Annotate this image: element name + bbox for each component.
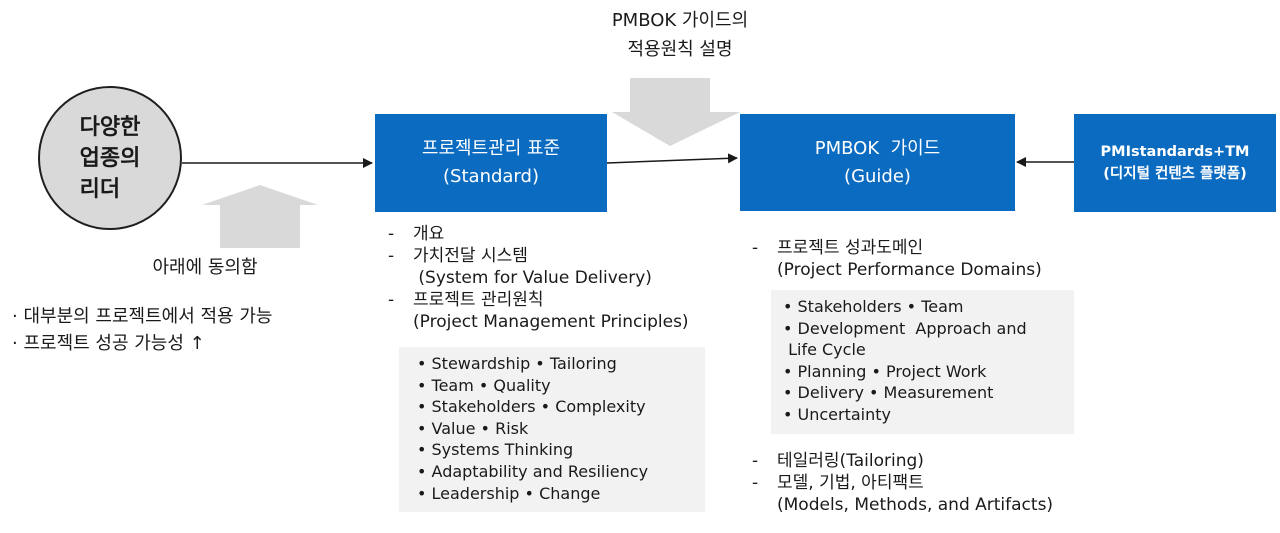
- standard-box: 프로젝트관리 표준 (Standard): [375, 114, 607, 212]
- standard-box-title: 프로젝트관리 표준: [421, 138, 561, 159]
- leader-circle: 다양한 업종의 리더: [38, 86, 182, 230]
- left-bullet-1: · 대부분의 프로젝트에서 적용 가능: [12, 306, 273, 327]
- standard-item-value-system-sub: (System for Value Delivery): [413, 268, 652, 288]
- principle-item: • Adaptability and Resiliency: [417, 461, 649, 481]
- guide-item-domains-label: 프로젝트 성과도메인: [777, 238, 924, 258]
- principles-panel: • Stewardship • Tailoring • Team • Quali…: [399, 347, 705, 512]
- principle-item: • Stakeholders • Complexity: [417, 397, 646, 417]
- leader-line-3: 리더: [79, 176, 121, 202]
- guide-content-list-top: - 프로젝트 성과도메인 (Project Performance Domain…: [752, 237, 1042, 281]
- guide-box-subtitle: (Guide): [844, 165, 911, 187]
- domain-item: • Planning • Project Work: [783, 361, 987, 381]
- guide-item-tailoring: - 테일러링(Tailoring): [752, 451, 924, 471]
- standard-item-principles: - 프로젝트 관리원칙: [388, 290, 544, 310]
- guide-item-models-sub: (Models, Methods, and Artifacts): [777, 495, 1054, 515]
- principle-item: • Team • Quality: [417, 375, 551, 395]
- domain-item: • Uncertainty: [783, 404, 891, 424]
- guide-item-models: - 모델, 기법, 아티팩트: [752, 473, 924, 493]
- top-caption-line-2: 적용원칙 설명: [627, 39, 733, 60]
- leader-line-2: 업종의: [79, 145, 141, 171]
- guide-item-models-label: 모델, 기법, 아티팩트: [777, 473, 924, 493]
- left-bullet-2: · 프로젝트 성공 가능성 ↑: [12, 333, 205, 354]
- standard-item-overview-label: 개요: [413, 224, 445, 244]
- agree-label: 아래에 동의함: [152, 257, 258, 278]
- caption-down-arrow: [612, 78, 740, 146]
- principle-item: • Value • Risk: [417, 418, 529, 438]
- guide-box: PMBOK 가이드 (Guide): [740, 114, 1015, 211]
- standard-content-list: - 개요 - 가치전달 시스템 (System for Value Delive…: [388, 223, 689, 333]
- top-caption-line-1: PMBOK 가이드의: [611, 10, 749, 31]
- pmi-box-title: PMIstandards+TM: [1100, 144, 1250, 160]
- guide-content-list-bottom: - 테일러링(Tailoring) - 모델, 기법, 아티팩트 (Models…: [752, 450, 1053, 516]
- standard-item-principles-label: 프로젝트 관리원칙: [413, 290, 544, 310]
- guide-box-title: PMBOK 가이드: [814, 137, 941, 159]
- domain-item: • Delivery • Measurement: [783, 383, 994, 403]
- pmi-standards-box: PMIstandards+TM (디지털 컨텐츠 플랫폼): [1074, 114, 1276, 212]
- domain-item: • Development Approach and: [783, 318, 1027, 338]
- standard-item-value-system: - 가치전달 시스템: [388, 246, 528, 266]
- principle-item: • Systems Thinking: [417, 440, 574, 460]
- standard-to-guide-arrow: [606, 153, 738, 164]
- guide-item-tailoring-label: 테일러링(Tailoring): [777, 451, 924, 471]
- domains-panel: • Stakeholders • Team • Development Appr…: [771, 290, 1074, 434]
- standard-box-subtitle: (Standard): [443, 166, 539, 187]
- standard-item-principles-sub: (Project Management Principles): [413, 312, 689, 332]
- agree-up-arrow: [202, 185, 318, 248]
- domain-item: • Stakeholders • Team: [783, 297, 964, 316]
- principle-item: • Stewardship • Tailoring: [417, 354, 617, 373]
- principle-item: • Leadership • Change: [417, 483, 601, 503]
- top-caption: PMBOK 가이드의 적용원칙 설명: [560, 6, 800, 64]
- standard-item-value-system-label: 가치전달 시스템: [413, 246, 528, 266]
- domain-item: Life Cycle: [783, 340, 866, 360]
- guide-item-domains: - 프로젝트 성과도메인: [752, 238, 924, 258]
- guide-item-domains-sub: (Project Performance Domains): [777, 260, 1042, 280]
- leader-line-1: 다양한: [79, 114, 141, 140]
- left-bullet-list: · 대부분의 프로젝트에서 적용 가능 · 프로젝트 성공 가능성 ↑: [12, 303, 272, 357]
- pmi-box-subtitle: (디지털 컨텐츠 플랫폼): [1103, 166, 1247, 182]
- standard-item-overview: - 개요: [388, 224, 445, 244]
